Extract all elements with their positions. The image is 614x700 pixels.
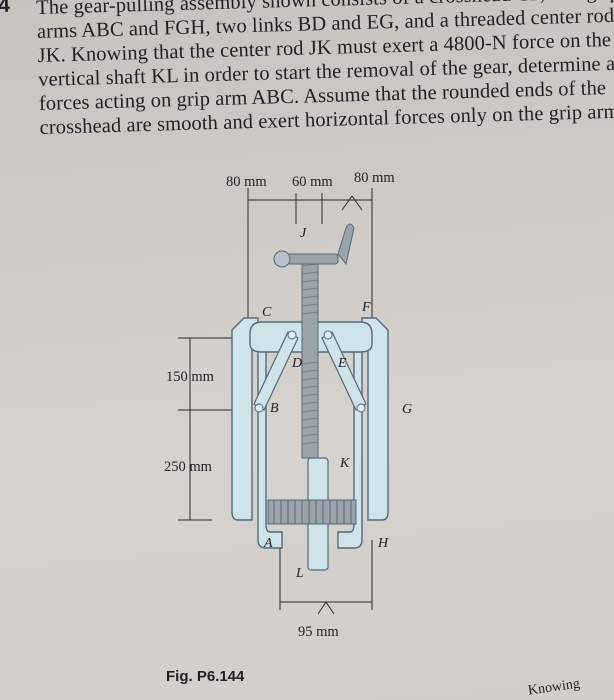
dim-60mm: 60 mm xyxy=(292,174,333,190)
label-h: H xyxy=(378,536,389,551)
grip-arm-abc xyxy=(231,317,283,549)
left-dimension-lines xyxy=(178,337,270,521)
label-b: B xyxy=(270,401,279,416)
dim-150mm: 150 mm xyxy=(166,369,214,385)
label-d: D xyxy=(292,356,303,371)
gear xyxy=(267,499,357,525)
label-j: J xyxy=(300,226,307,241)
grip-arm-fgh xyxy=(337,317,389,549)
t-handle xyxy=(273,223,355,268)
label-g: G xyxy=(402,402,413,417)
figure-caption: Fig. P6.144 xyxy=(166,668,245,685)
label-c: C xyxy=(262,305,272,320)
dim-80mm-right: 80 mm xyxy=(354,170,395,186)
pins xyxy=(254,330,366,413)
dim-80mm-left: 80 mm xyxy=(226,174,267,190)
label-a: A xyxy=(264,536,273,551)
label-k: K xyxy=(340,456,350,471)
top-dimension-lines xyxy=(247,188,373,330)
dim-95mm: 95 mm xyxy=(298,624,339,640)
label-l: L xyxy=(296,566,304,581)
bottom-dimension-lines xyxy=(279,540,373,615)
rod-threads xyxy=(301,263,319,445)
label-e: E xyxy=(338,356,347,371)
label-f: F xyxy=(362,300,371,315)
dim-250mm: 250 mm xyxy=(164,459,212,475)
